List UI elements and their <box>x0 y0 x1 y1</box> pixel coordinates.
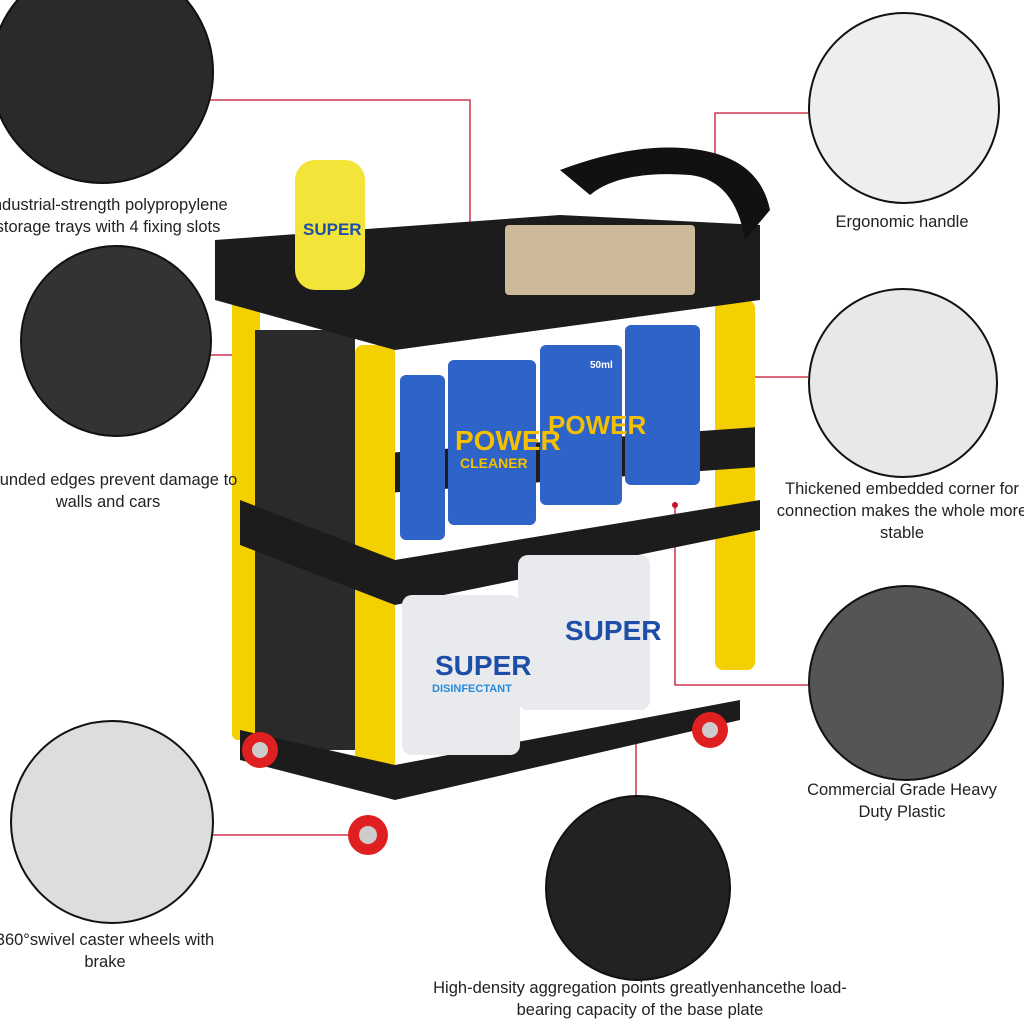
callout-edges: Rounded edges prevent damage to walls an… <box>0 471 238 511</box>
middle-tray <box>240 500 760 605</box>
callout-base: High-density aggregation points greatlye… <box>433 979 847 1019</box>
callout-trays: Industrial-strength polypropylene storag… <box>0 196 228 236</box>
super-label: SUPER <box>435 650 532 681</box>
power-label: POWER <box>455 425 561 456</box>
power-label-2: POWER <box>548 410 647 440</box>
power-bottle <box>625 325 700 485</box>
spray-bottle <box>295 160 365 290</box>
super-sublabel: DISINFECTANT <box>432 683 512 695</box>
super-label-2: SUPER <box>565 615 662 646</box>
callout-handle: Ergonomic handle <box>835 213 969 231</box>
callout-casters: 360°swivel caster wheels with brake <box>0 931 215 971</box>
power-bottle <box>540 345 622 505</box>
detail-circle-edges <box>20 245 212 437</box>
detail-circle-casters <box>10 720 214 924</box>
detail-circle-handle <box>808 12 1000 204</box>
detail-circle-corner <box>808 288 998 478</box>
volume-label: 50ml <box>590 360 613 371</box>
power-sublabel: CLEANER <box>460 455 528 471</box>
line-trays <box>205 99 471 255</box>
utility-cart <box>215 147 770 855</box>
detail-circle-base <box>545 795 731 981</box>
handle <box>560 147 770 240</box>
spray-label: SUPER <box>303 220 362 239</box>
detail-circle-plastic <box>808 585 1004 781</box>
callout-plastic: Commercial Grade Heavy Duty Plastic <box>807 781 997 821</box>
super-bottle <box>402 595 520 755</box>
detail-circle-trays <box>0 0 214 184</box>
callout-corner: Thickened embedded corner for connection… <box>776 480 1024 542</box>
power-bottle <box>448 360 536 525</box>
super-bottle <box>518 555 650 710</box>
line-plastic <box>674 505 808 686</box>
towel <box>505 225 695 295</box>
